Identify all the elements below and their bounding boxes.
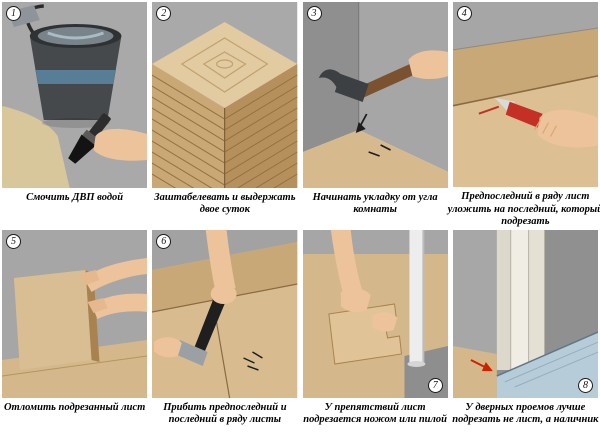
- bucket-water: [37, 27, 114, 45]
- step-number-7: 7: [427, 378, 443, 393]
- step-number-2: 2: [156, 6, 172, 21]
- arm: [330, 230, 363, 296]
- hammer-handle-icon: [194, 288, 230, 354]
- step-5-illustration: 5: [2, 230, 148, 398]
- blue-sheet: [496, 332, 598, 398]
- arm-lower: [91, 293, 148, 319]
- floor: [2, 340, 148, 398]
- hand: [93, 128, 148, 161]
- pipe-icon: [408, 230, 423, 364]
- step-8-illustration: 8: [452, 230, 598, 398]
- casing-board-3: [528, 230, 545, 380]
- stack-right-face: [224, 64, 298, 188]
- hand: [537, 109, 598, 148]
- pipe-obstacle-scene: [302, 230, 448, 398]
- step-number-5: 5: [6, 234, 21, 249]
- wall: [452, 2, 598, 50]
- upright-sheet: [13, 270, 92, 370]
- door-casing-scene: [452, 230, 598, 398]
- breaking-sheet-scene: [2, 230, 148, 398]
- step-panel-5: 5 Отломить подрезанный лист: [2, 230, 148, 443]
- stack-left-face: [152, 64, 225, 188]
- room-corner-scene: [302, 2, 448, 188]
- hand: [407, 50, 448, 79]
- hand-lower: [87, 298, 108, 313]
- step-2-illustration: 2: [152, 2, 298, 188]
- step-panel-8: 8 У дверных проемов лучше подрезать не л…: [452, 230, 599, 443]
- step-number-6: 6: [156, 234, 172, 249]
- hand-upper: [79, 270, 100, 285]
- fist: [210, 284, 237, 304]
- step-panel-3: 3 Начинать укладку от угла комнаты: [302, 2, 448, 228]
- step-panel-2: 2 Заштабелевать и выдержать двое суток: [152, 2, 298, 228]
- hand-left: [340, 288, 371, 313]
- bucket-band: [35, 70, 116, 84]
- step-number-4: 4: [456, 6, 472, 21]
- sand-floor: [2, 106, 70, 188]
- knife-handle-icon: [505, 101, 543, 128]
- wall: [302, 230, 448, 254]
- overlapping-sheet: [452, 27, 598, 106]
- casing-board-1: [496, 230, 511, 370]
- step-3-illustration: 3: [302, 2, 448, 188]
- knife-scoring-scene: [452, 2, 598, 188]
- casing-board-2: [510, 230, 529, 376]
- hammer-handle-icon: [356, 62, 420, 98]
- hammer-head-icon: [334, 74, 369, 102]
- nails: [243, 351, 264, 371]
- step-caption-7: У препятствий лист подрезается ножом или…: [303, 402, 447, 426]
- step-caption-2: Заштабелевать и выдержать двое суток: [154, 192, 296, 216]
- arm: [205, 230, 236, 292]
- step-panel-7: 7 У препятствий лист подрезается ножом и…: [302, 230, 448, 443]
- step-caption-8: У дверных проемов лучше подрезать не лис…: [452, 402, 599, 426]
- wood-grain: [180, 37, 269, 93]
- water-highlight: [47, 31, 104, 40]
- step-panel-4: 4 Предпоследний в ряду лист уложить на п…: [448, 2, 600, 228]
- step-panel-6: 6 Прибить предпоследний и последний в ря…: [152, 230, 298, 443]
- step-7-illustration: 7: [302, 230, 448, 398]
- hammer-head-icon: [175, 340, 208, 366]
- cut-mark: [478, 105, 499, 115]
- stack-top-face: [152, 22, 298, 108]
- hammer-claw: [318, 69, 343, 88]
- nailing-scene: [152, 230, 298, 398]
- left-hand: [154, 337, 183, 358]
- sheet-edge: [85, 270, 100, 362]
- floor-left: [452, 346, 497, 398]
- stacked-sheets-scene: [152, 2, 298, 188]
- nails: [367, 144, 391, 157]
- hand-right: [372, 312, 398, 332]
- step-caption-6: Прибить предпоследний и последний в ряду…: [163, 402, 287, 426]
- step-caption-4: Предпоследний в ряду лист уложить на пос…: [447, 191, 600, 227]
- step-number-8: 8: [578, 378, 593, 393]
- step-panel-1: 1 Смочить ДВП водой: [2, 2, 148, 228]
- arm-upper: [83, 258, 148, 292]
- step-caption-3: Начинать укладку от угла комнаты: [312, 192, 438, 216]
- wet-board-scene: [2, 2, 148, 188]
- step-4-illustration: 4: [452, 2, 598, 188]
- step-number-3: 3: [306, 6, 322, 21]
- right-wall: [358, 2, 448, 172]
- step-6-illustration: 6: [152, 230, 298, 398]
- step-caption-5: Отломить подрезанный лист: [3, 402, 146, 413]
- step-caption-1: Смочить ДВП водой: [26, 192, 124, 203]
- floor: [302, 130, 448, 188]
- step-number-1: 1: [6, 6, 21, 21]
- step-1-illustration: 1: [2, 2, 148, 188]
